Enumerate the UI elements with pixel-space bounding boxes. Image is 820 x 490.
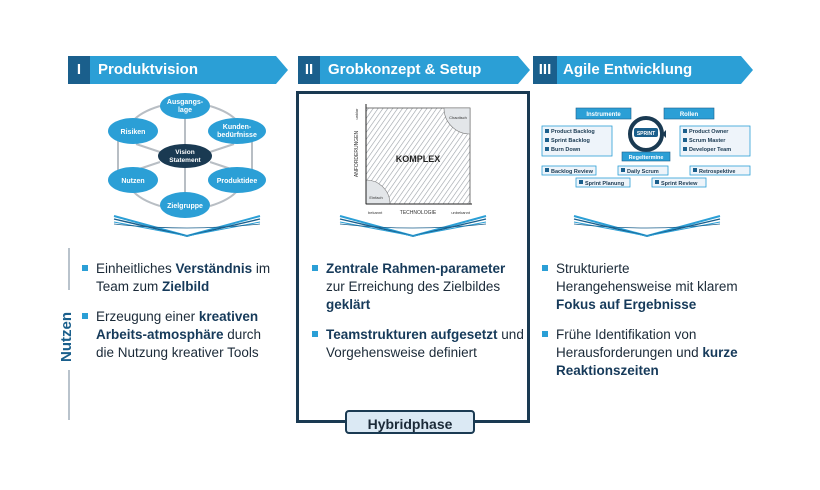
benefit-text: und Vorgehensweise definiert <box>326 327 524 360</box>
vision-node <box>208 118 266 144</box>
nutzen-divider-bottom <box>68 370 70 420</box>
vision-center-label: Vision <box>175 149 194 156</box>
benefit-item: Teamstrukturen aufgesetzt und Vorgehensw… <box>312 326 524 362</box>
stacey-matrix: KOMPLEX Chaotisch Einfach TECHNOLOGIE be… <box>354 104 472 216</box>
rolle-item: Product Owner <box>689 129 729 135</box>
regeltermine-header <box>621 151 671 162</box>
scrum-diagram: Instrumente Rollen Product Backlog Sprin… <box>541 107 751 188</box>
meeting-label: Sprint Review <box>661 181 698 187</box>
hybridphase-label: Hybridphase <box>345 410 475 434</box>
phase-number: I <box>68 56 90 84</box>
simple-area <box>365 179 391 205</box>
vision-node-label: bedürfnisse <box>217 132 257 139</box>
meeting-box <box>651 177 707 188</box>
funnel-chevron-icon <box>113 215 261 238</box>
benefit-text: durch die Nutzung kreativer Tools <box>96 327 262 360</box>
benefit-highlight: Verständnis <box>175 261 253 276</box>
phase-title: Grobkonzept & Setup <box>328 61 482 78</box>
phase-header-agile: III Agile Entwicklung <box>533 56 753 84</box>
meeting-label: Daily Scrum <box>627 169 659 175</box>
x-axis-label: TECHNOLOGIE <box>400 210 437 216</box>
meeting-box <box>617 165 669 176</box>
benefits-list-grobkonzept: Zentrale Rahmen-parameter zur Erreichung… <box>312 260 524 374</box>
meeting-box <box>575 177 631 188</box>
benefit-highlight: kurze Reaktionszeiten <box>556 345 738 378</box>
vision-node <box>108 167 158 193</box>
benefit-highlight: Zentrale Rahmen-parameter <box>326 261 506 276</box>
vision-node <box>208 167 266 193</box>
benefit-item: Frühe Identifikation von Herausforderung… <box>542 326 747 380</box>
instrumente-label: Instrumente <box>586 112 621 118</box>
vision-node-label: Produktidee <box>217 178 258 185</box>
benefit-highlight: kreativen Arbeits-atmosphäre <box>96 309 259 342</box>
benefit-text: Strukturierte Herangehensweise mit klare… <box>556 261 738 294</box>
vision-center-label: Statement <box>169 157 201 164</box>
simple-label: Einfach <box>369 195 382 200</box>
y-axis-end: unklar <box>354 108 359 120</box>
x-axis-end: unbekannt <box>451 210 471 215</box>
sprint-badge <box>634 128 658 137</box>
phase-header-produktvision: I Produktvision <box>68 56 288 84</box>
meeting-box <box>689 165 751 176</box>
nutzen-label: Nutzen <box>58 312 75 362</box>
benefit-highlight: Fokus auf Ergebnisse <box>556 297 697 312</box>
instrumente-header <box>575 107 632 120</box>
chaotic-label: Chaotisch <box>449 115 467 120</box>
complex-label: KOMPLEX <box>396 154 441 164</box>
vision-node-label: Nutzen <box>121 178 144 185</box>
phase-title: Agile Entwicklung <box>563 61 693 78</box>
funnel-chevron-icon <box>339 215 487 238</box>
vision-cycle-diagram: Ausgangs- lage Kunden- bedürfnisse Produ… <box>108 93 266 218</box>
phase-title: Produktvision <box>98 61 199 78</box>
nutzen-label-wrap: Nutzen <box>58 302 80 362</box>
instrumente-list <box>541 125 613 157</box>
sprint-label: SPRINT <box>637 131 655 137</box>
meeting-label: Backlog Review <box>551 169 594 175</box>
benefit-item: Strukturierte Herangehensweise mit klare… <box>542 260 747 314</box>
instrument-item: Sprint Backlog <box>551 138 590 144</box>
instrument-item: Burn Down <box>551 147 581 153</box>
benefit-text: Einheitliches <box>96 261 176 276</box>
vision-node-label: Zielgruppe <box>167 203 203 210</box>
x-axis-start: bekannt <box>368 210 383 215</box>
regeltermine-label: Regeltermine <box>629 155 664 161</box>
vision-node-label: Ausgangs- <box>167 99 204 106</box>
benefit-item: Zentrale Rahmen-parameter zur Erreichung… <box>312 260 524 314</box>
vision-node <box>160 93 210 119</box>
benefit-text: Erzeugung einer <box>96 309 199 324</box>
benefit-item: Einheitliches Verständnis im Team zum Zi… <box>82 260 282 296</box>
chaotic-area <box>443 107 471 135</box>
vision-node-label: Kunden- <box>223 124 252 131</box>
funnel-chevron-icon <box>573 215 721 238</box>
instrument-item: Product Backlog <box>551 129 595 135</box>
benefit-text: im Team zum <box>96 261 271 294</box>
benefit-highlight: Zielbild <box>162 279 210 294</box>
meeting-box <box>541 165 597 176</box>
benefit-highlight: geklärt <box>326 297 371 312</box>
phase-number: III <box>533 56 557 84</box>
meeting-label: Retrospektive <box>699 169 735 175</box>
nutzen-divider-top <box>68 248 70 290</box>
rollen-label: Rollen <box>680 112 699 118</box>
vision-node-label: lage <box>178 107 192 114</box>
rolle-item: Scrum Master <box>689 138 726 144</box>
benefits-list-produktvision: Einheitliches Verständnis im Team zum Zi… <box>82 260 282 374</box>
phase-number: II <box>298 56 320 84</box>
rolle-item: Developer Team <box>689 147 731 153</box>
benefit-text: zur Erreichung des Zielbildes <box>326 279 501 294</box>
phase-header-grobkonzept: II Grobkonzept & Setup <box>298 56 530 84</box>
vision-node-label: Risiken <box>121 129 146 136</box>
benefits-list-agile: Strukturierte Herangehensweise mit klare… <box>542 260 747 392</box>
benefit-item: Erzeugung einer kreativen Arbeits-atmosp… <box>82 308 282 362</box>
benefit-highlight: Teamstrukturen aufgesetzt <box>326 327 498 342</box>
vision-node <box>108 118 158 144</box>
vision-node <box>160 192 210 218</box>
benefit-text: Frühe Identifikation von Herausforderung… <box>556 327 703 360</box>
rollen-header <box>663 107 715 120</box>
vision-center <box>158 144 212 168</box>
y-axis-label: ANFORDERUNGEN <box>354 131 360 178</box>
meeting-label: Sprint Planung <box>585 181 624 187</box>
rollen-list <box>679 125 751 157</box>
